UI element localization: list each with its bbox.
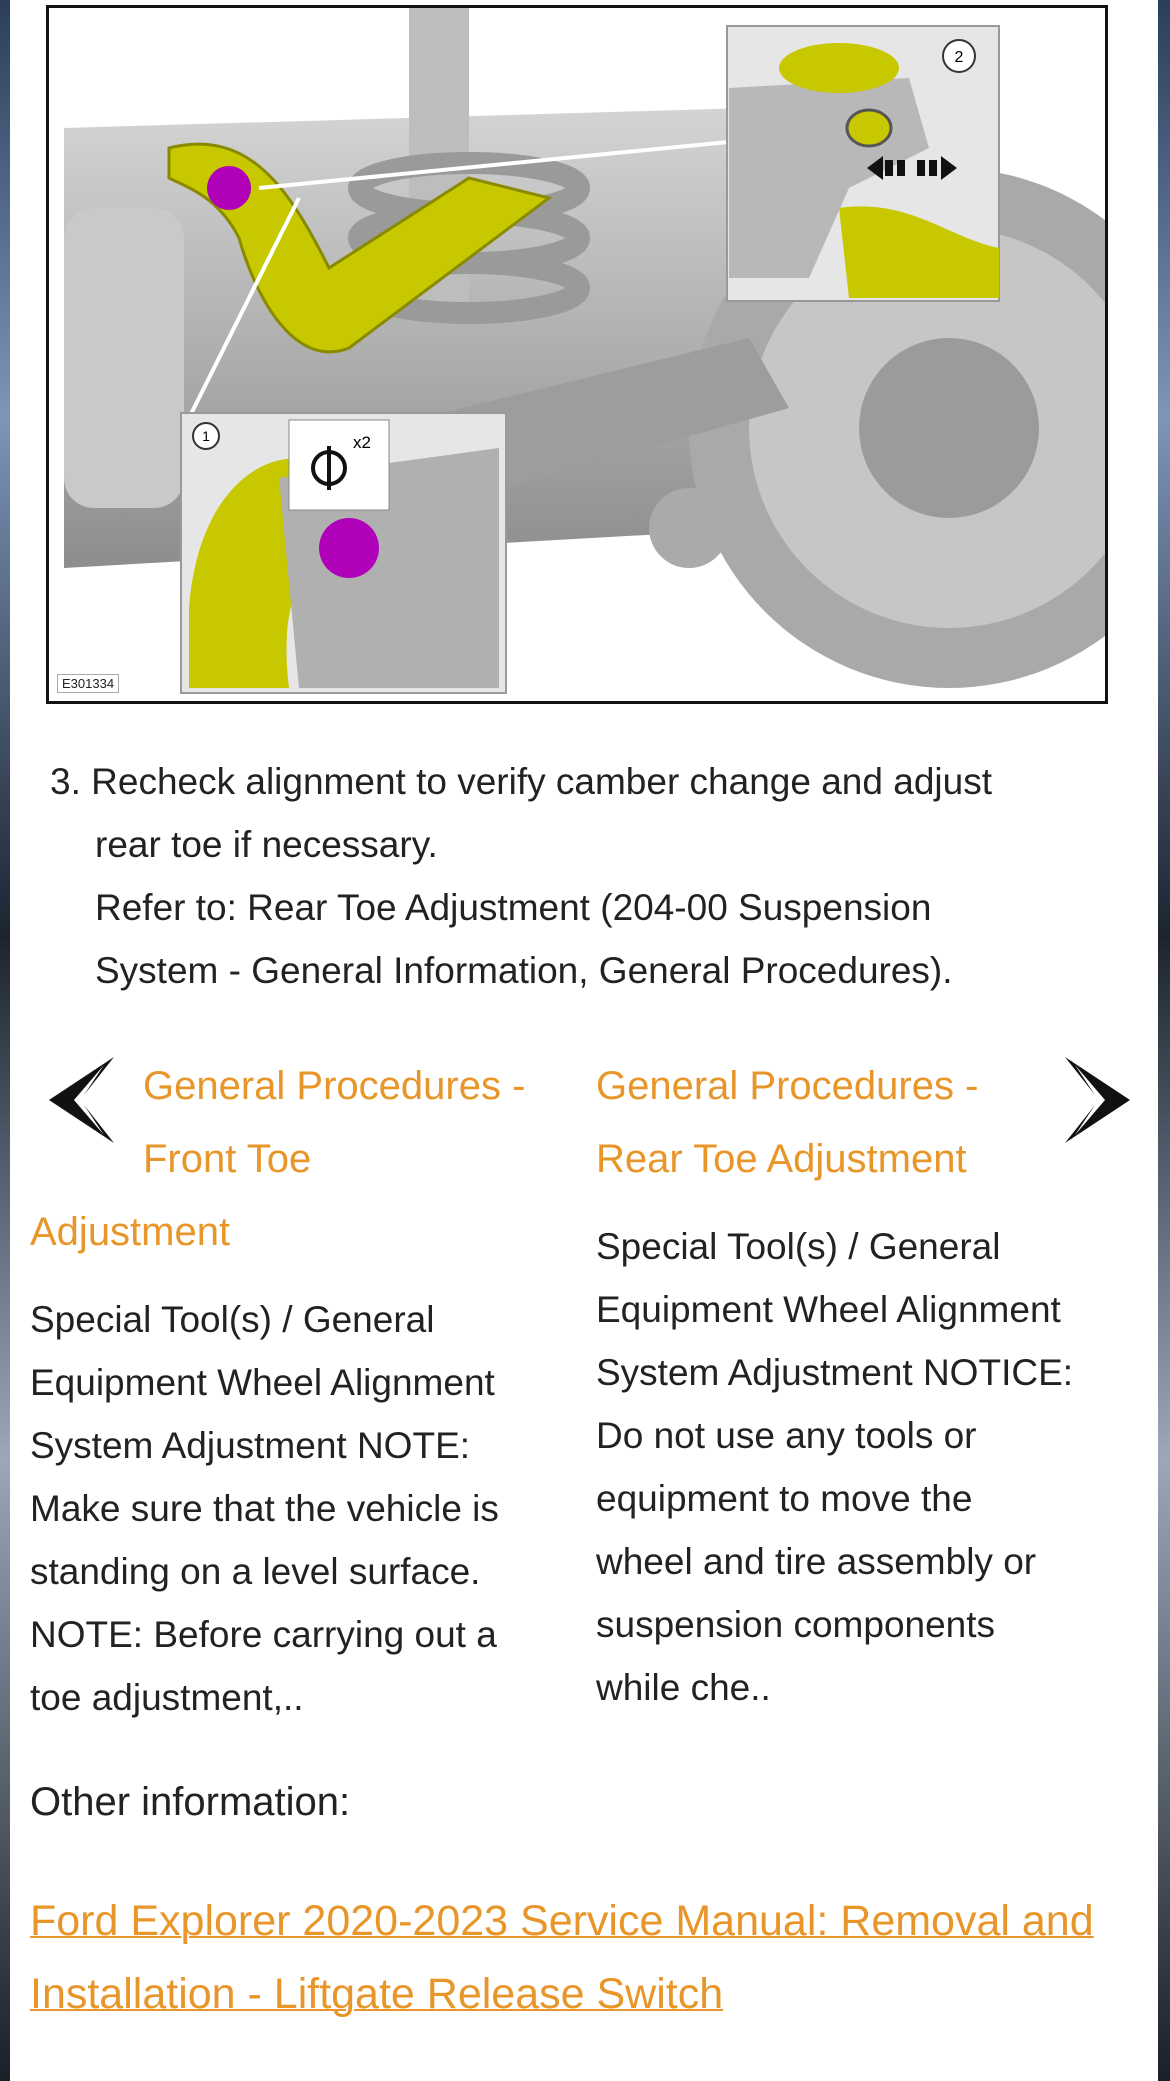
background-edge-left [0,0,10,2081]
other-information-heading: Other information: [30,1780,351,1824]
background-edge-right [1158,0,1170,2081]
summary-line: standing on a level surface. [30,1551,481,1592]
next-arrow-icon[interactable] [1055,1055,1135,1145]
summary-line: equipment to move the [596,1478,973,1519]
multiplier-label: x2 [353,433,371,452]
previous-arrow-icon[interactable] [44,1055,124,1145]
callout-1-inset [180,412,507,694]
callout-number-1: 1 [202,428,210,444]
summary-line: while che.. [596,1667,771,1708]
procedure-step: 3. Recheck alignment to verify camber ch… [50,750,1130,1002]
prev-title-line2[interactable]: Front Toe [143,1137,312,1181]
summary-line: NOTE: Before carrying out a [30,1614,497,1655]
callout-number-2: 2 [955,49,964,66]
suspension-diagram: 2 1 x2 E301334 [46,5,1108,704]
summary-line: wheel and tire assembly or [596,1541,1037,1582]
summary-line: System Adjustment NOTICE: [596,1352,1074,1393]
link-line2[interactable]: Installation - Liftgate Release Switch [30,1970,724,2018]
summary-line: Equipment Wheel Alignment [596,1289,1061,1330]
refer-line1: Refer to: Rear Toe Adjustment (204-00 Su… [95,887,932,928]
next-title-line1[interactable]: General Procedures - [596,1064,979,1108]
next-summary: Special Tool(s) / General Equipment Whee… [596,1215,1073,1719]
summary-line: Do not use any tools or [596,1415,977,1456]
diagram-illustration: 2 1 x2 [64,8,1105,694]
summary-line: Special Tool(s) / General [30,1299,435,1340]
summary-line: toe adjustment,.. [30,1677,304,1718]
step-text-line2: rear toe if necessary. [95,824,438,865]
callout-2-inset [726,25,1000,302]
step-number: 3. [50,761,81,802]
related-manual-link[interactable]: Ford Explorer 2020-2023 Service Manual: … [30,1885,1140,2031]
link-line1[interactable]: Ford Explorer 2020-2023 Service Manual: … [30,1897,1094,1945]
summary-line: Make sure that the vehicle is [30,1488,499,1529]
step-text-line1: Recheck alignment to verify camber chang… [91,761,992,802]
prev-summary: Special Tool(s) / General Equipment Whee… [30,1288,499,1729]
summary-line: Equipment Wheel Alignment [30,1362,495,1403]
refer-line2: System - General Information, General Pr… [95,950,953,991]
prev-title-line1[interactable]: General Procedures - [143,1064,526,1108]
summary-line: suspension components [596,1604,996,1645]
next-title-line2[interactable]: Rear Toe Adjustment [596,1137,967,1181]
prev-title-line3[interactable]: Adjustment [30,1210,231,1254]
summary-line: System Adjustment NOTE: [30,1425,471,1466]
figure-id-label: E301334 [57,674,120,693]
summary-line: Special Tool(s) / General [596,1226,1001,1267]
